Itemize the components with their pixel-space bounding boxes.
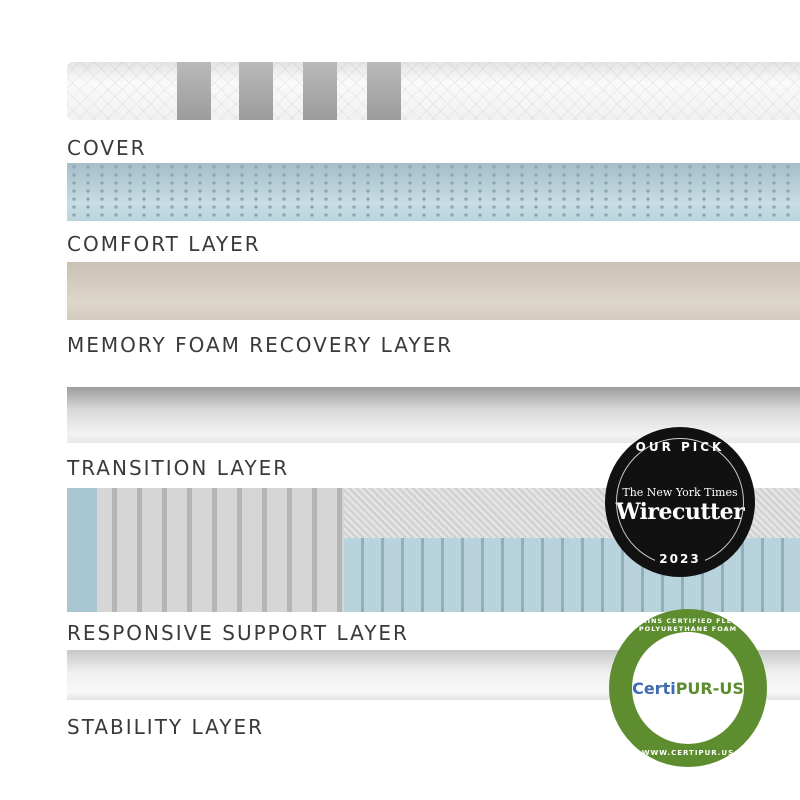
certipur-url: WWW.CERTIPUR.US (641, 749, 735, 757)
certipur-badge: CONTAINS CERTIFIED FLEXIBLE POLYURETHANE… (609, 609, 767, 767)
badge-ring (616, 438, 744, 566)
wirecutter-badge: OUR PICK The New York Times Wirecutter 2… (605, 427, 755, 577)
certipur-logo: CertiPUR-US (632, 679, 744, 698)
cover-stripe (303, 62, 337, 120)
badge-year: 2023 (655, 552, 705, 566)
memory-foam-layer-image (67, 262, 800, 320)
comfort-layer-image (67, 163, 800, 221)
cover-stripe (177, 62, 211, 120)
support-layer-label: RESPONSIVE SUPPORT LAYER (67, 621, 409, 645)
logo-part-b: PUR-US (675, 678, 744, 698)
transition-layer-label: TRANSITION LAYER (67, 456, 290, 480)
cover-label: COVER (67, 136, 147, 160)
cover-layer-image (67, 62, 800, 120)
logo-part-a: Certi (632, 678, 676, 698)
stability-layer-label: STABILITY LAYER (67, 715, 264, 739)
comfort-layer-label: COMFORT LAYER (67, 232, 261, 256)
support-edge (67, 488, 97, 612)
badge-top-text: OUR PICK (635, 440, 725, 454)
cover-stripe (367, 62, 401, 120)
certipur-ring-text: CONTAINS CERTIFIED FLEXIBLE POLYURETHANE… (617, 617, 759, 633)
cover-stripe (239, 62, 273, 120)
certipur-inner: CertiPUR-US (632, 632, 744, 744)
memory-foam-layer-label: MEMORY FOAM RECOVERY LAYER (67, 333, 454, 357)
